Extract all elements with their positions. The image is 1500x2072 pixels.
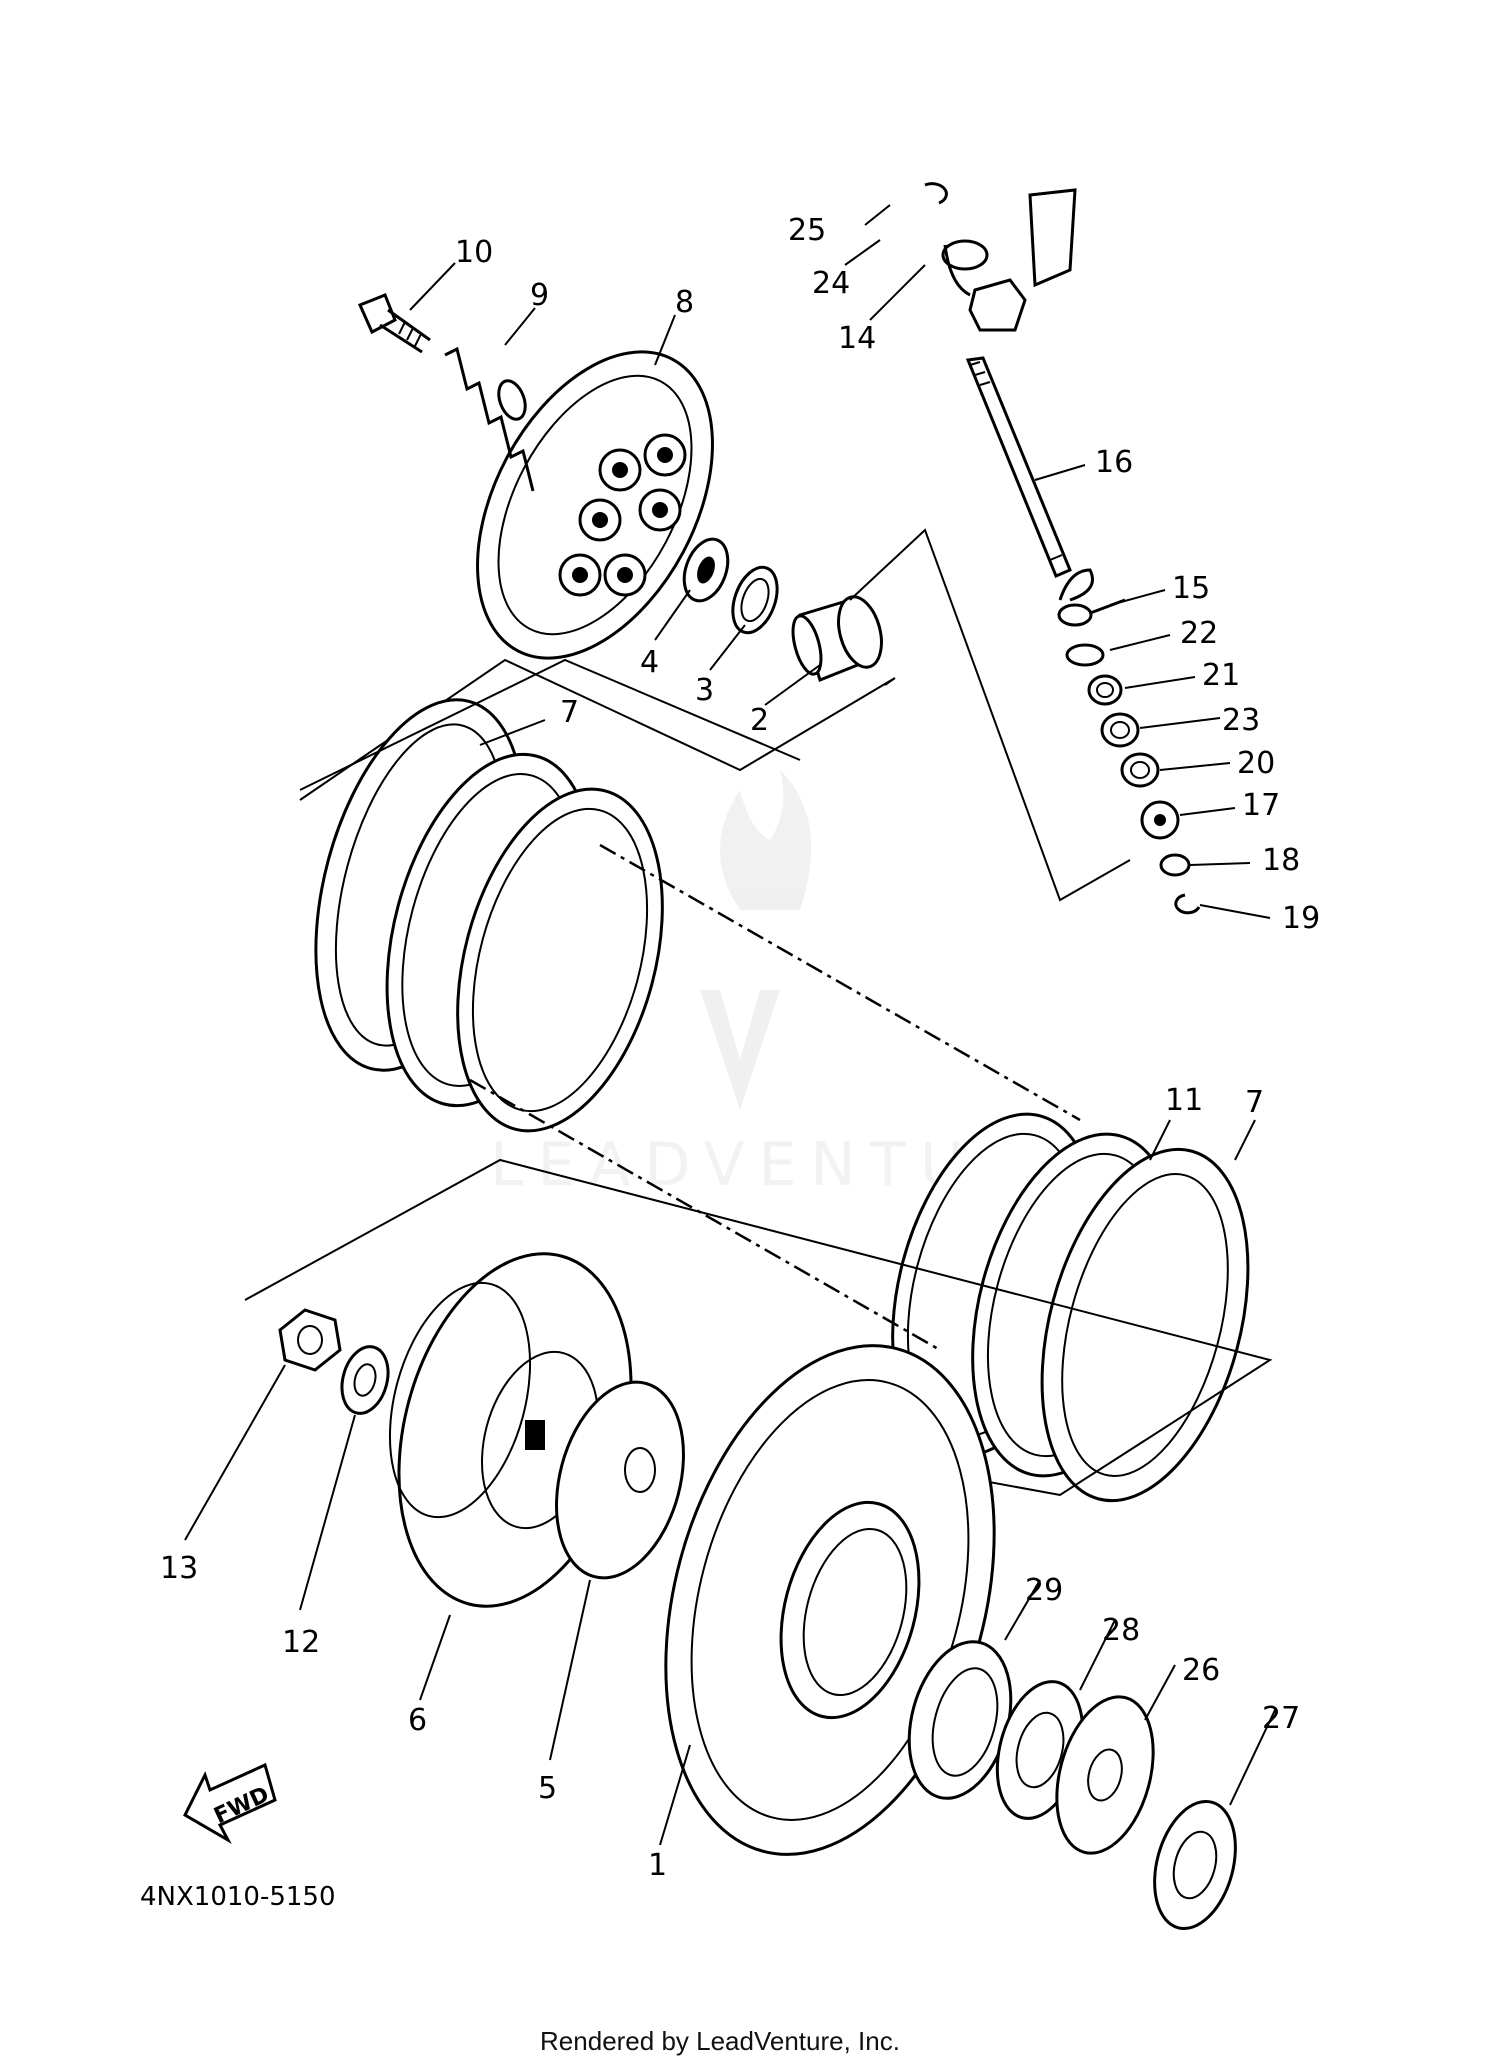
callout-26: 26 <box>1182 1653 1220 1688</box>
callout-23: 23 <box>1222 703 1260 738</box>
callout-18: 18 <box>1262 843 1300 878</box>
bolt-part-10 <box>357 293 431 354</box>
callout-10: 10 <box>455 235 493 270</box>
callout-8: 8 <box>675 285 694 320</box>
callout-28: 28 <box>1102 1613 1140 1648</box>
callout-11: 11 <box>1165 1083 1203 1118</box>
fwd-arrow-icon: FWD <box>183 1762 277 1844</box>
assembly-axis-lower <box>469 1078 941 1352</box>
callout-29: 29 <box>1025 1573 1063 1608</box>
circlip-part-25 <box>924 182 948 205</box>
callout-20: 20 <box>1237 746 1275 781</box>
callout-6: 6 <box>408 1703 427 1738</box>
washer-part-26 <box>1055 1695 1155 1855</box>
clutch-spring-part-9 <box>444 346 535 492</box>
spring-part-15 <box>1057 568 1126 627</box>
callout-9: 9 <box>530 278 549 313</box>
washer-part-4 <box>682 537 730 603</box>
callout-14: 14 <box>838 321 876 356</box>
callout-labels: 1 2 3 4 5 6 7 7 8 9 10 11 12 13 14 15 16… <box>160 213 1320 1883</box>
push-lever-part-14 <box>941 188 1077 332</box>
callout-24: 24 <box>812 266 850 301</box>
callout-4: 4 <box>640 645 659 680</box>
callout-7a: 7 <box>560 695 579 730</box>
callout-17: 17 <box>1242 788 1280 823</box>
callout-1: 1 <box>648 1848 667 1883</box>
callout-7b: 7 <box>1245 1085 1264 1120</box>
callout-25: 25 <box>788 213 826 248</box>
callout-13: 13 <box>160 1551 198 1586</box>
leader-lines <box>184 204 1276 1846</box>
pressure-plate-part-8 <box>476 350 714 660</box>
friction-plates-left <box>314 698 664 1133</box>
lock-washer-part-12 <box>340 1345 390 1415</box>
callout-2: 2 <box>750 703 769 738</box>
assembly-axis-upper <box>599 843 1081 1122</box>
callout-22: 22 <box>1180 616 1218 651</box>
nut-part-13 <box>278 1308 342 1372</box>
callout-3: 3 <box>695 673 714 708</box>
washer-part-27 <box>1153 1799 1237 1931</box>
oil-seal-part-21 <box>1087 674 1123 706</box>
assembly-guide-line-upper <box>849 528 1131 902</box>
washer-part-22 <box>1065 643 1105 667</box>
callout-27: 27 <box>1262 1701 1300 1736</box>
gear-part-17 <box>1140 800 1180 840</box>
push-rod-part-2 <box>791 595 883 682</box>
callout-19: 19 <box>1282 901 1320 936</box>
bearing-part-23 <box>1100 712 1140 748</box>
bearing-part-3 <box>731 565 779 635</box>
callout-12: 12 <box>282 1625 320 1660</box>
push-lever-shaft-part-16 <box>965 356 1072 578</box>
footer-credit: Rendered by LeadVenture, Inc. <box>540 2026 900 2056</box>
assembly-guide-line-middle <box>299 658 801 791</box>
callout-15: 15 <box>1172 571 1210 606</box>
callout-5: 5 <box>538 1771 557 1806</box>
circlip-part-19 <box>1174 893 1201 915</box>
part-code: 4NX1010-5150 <box>140 1882 336 1912</box>
callout-21: 21 <box>1202 658 1240 693</box>
washer-part-18 <box>1159 853 1191 877</box>
friction-plates-right <box>891 1112 1250 1503</box>
thrust-plate-part-5 <box>555 1380 685 1580</box>
bearing-part-20 <box>1120 752 1160 788</box>
callout-16: 16 <box>1095 445 1133 480</box>
